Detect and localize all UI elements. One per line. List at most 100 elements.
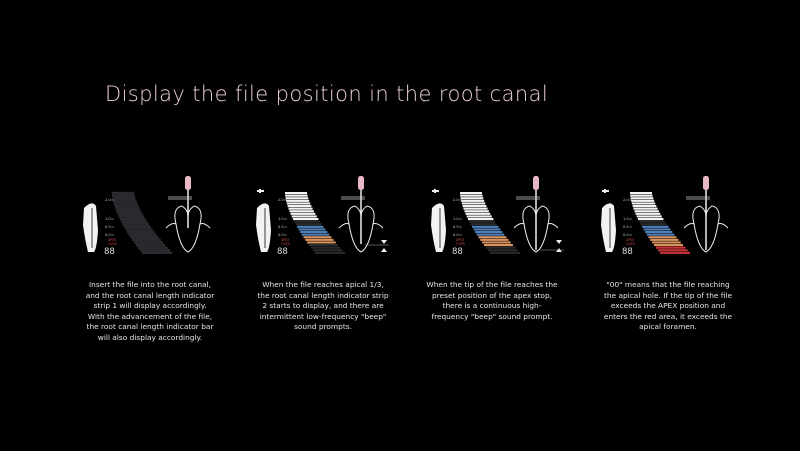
counter-display: 88 bbox=[277, 247, 288, 257]
indicator-bar bbox=[116, 210, 142, 213]
indicator-bar bbox=[118, 215, 144, 218]
caption-line: the root canal length indicator strip bbox=[257, 290, 389, 300]
indicator-bar bbox=[292, 218, 319, 221]
caption-line: the root canal length indicator bar bbox=[86, 322, 214, 332]
indicator-bar bbox=[634, 210, 659, 213]
indicator-bar bbox=[472, 225, 499, 228]
scale-label: 1.0 bbox=[105, 217, 111, 221]
file-handle-icon bbox=[185, 176, 191, 190]
tooth-silhouette-icon bbox=[83, 203, 98, 252]
indicator-bar bbox=[461, 199, 485, 202]
indicator-bar bbox=[128, 233, 157, 236]
caption-line: 2 starts to display, and there are bbox=[262, 301, 384, 311]
indicator-bar bbox=[115, 207, 140, 210]
indicator-bar bbox=[632, 205, 657, 208]
scale-label: 1.0 bbox=[278, 217, 284, 221]
indicator-bar bbox=[289, 210, 314, 213]
indicator-bar bbox=[478, 236, 507, 239]
scale-label: APEX bbox=[626, 238, 635, 242]
scale-label: OVER bbox=[281, 242, 291, 246]
apex-marker-icon bbox=[556, 240, 562, 252]
indicator-bar bbox=[307, 241, 336, 244]
scale-label: APEX bbox=[456, 238, 465, 242]
indicator-bar bbox=[657, 249, 688, 252]
indicator-bar bbox=[291, 215, 317, 218]
indicator-bar bbox=[487, 249, 518, 252]
indicator-bar bbox=[139, 249, 170, 252]
scale-label: 0.0 bbox=[623, 233, 629, 237]
panel-4-caption: "00" means that the file reaching the ap… bbox=[578, 280, 758, 333]
indicator-bar bbox=[290, 212, 316, 215]
indicator-bar bbox=[480, 238, 509, 241]
indicator-bar bbox=[645, 231, 673, 234]
caption-line: apical foramen. bbox=[639, 322, 697, 332]
rubber-stop-icon bbox=[168, 196, 192, 200]
indicator-bar bbox=[285, 192, 307, 195]
indicator-bar bbox=[640, 223, 667, 226]
caption-line: Insert the file into the root canal, bbox=[89, 280, 211, 289]
scale-label: 2.0 bbox=[453, 198, 459, 202]
indicator-bar bbox=[650, 238, 679, 241]
caption-line: strip 1 will display accordingly. bbox=[93, 301, 207, 311]
indicator-bar bbox=[112, 194, 135, 197]
indicator-bar bbox=[113, 202, 138, 205]
caption-line: When the tip of the file reaches the bbox=[426, 280, 558, 289]
scale-label: 1.0 bbox=[623, 217, 629, 221]
indicator-bar bbox=[315, 251, 345, 254]
indicator-bar bbox=[312, 249, 343, 252]
indicator-bar bbox=[476, 233, 505, 236]
indicator-bar bbox=[113, 199, 137, 203]
indicator-bar bbox=[112, 197, 136, 200]
tooth-cross-section-icon bbox=[338, 205, 384, 253]
indicator-bar bbox=[473, 228, 501, 231]
caption-line: and the root canal length indicator bbox=[85, 290, 215, 300]
caption-line: there is a continuous high- bbox=[442, 301, 542, 311]
indicator-bar bbox=[123, 225, 151, 229]
indicator-bar bbox=[305, 238, 334, 241]
indicator-bar bbox=[122, 223, 149, 226]
indicator-bar bbox=[297, 225, 324, 228]
scale-label: 0.0 bbox=[278, 233, 284, 237]
scale-label: 2.0 bbox=[105, 198, 111, 202]
indicator-bar bbox=[467, 218, 494, 221]
indicator-bar bbox=[637, 218, 664, 221]
indicator-bar bbox=[310, 246, 341, 249]
indicator-bar bbox=[308, 244, 338, 247]
indicator-bar bbox=[655, 246, 686, 249]
rubber-stop-icon bbox=[341, 196, 365, 200]
indicator-bar bbox=[485, 246, 516, 249]
panel-3-caption: When the tip of the file reaches the pre… bbox=[402, 280, 582, 322]
scale-label: 0.5 bbox=[623, 225, 629, 229]
indicator-bar bbox=[660, 251, 690, 254]
indicator-bar bbox=[470, 223, 497, 226]
indicator-bar bbox=[119, 217, 146, 221]
file-handle-icon bbox=[358, 176, 364, 190]
indicator-bar bbox=[461, 202, 486, 205]
counter-display: 88 bbox=[104, 247, 115, 257]
caption-line: exceeds the APEX position and bbox=[610, 301, 726, 311]
scale-label: APEX bbox=[108, 238, 117, 242]
indicator-bar bbox=[462, 205, 487, 208]
counter-display: 88 bbox=[452, 247, 463, 257]
indicator-bar bbox=[475, 231, 503, 234]
indicator-bar bbox=[126, 230, 155, 234]
indicator-bar bbox=[111, 191, 135, 195]
scale-label: OVER bbox=[108, 242, 118, 246]
indicator-bar bbox=[298, 228, 326, 231]
scale-label: 1.0 bbox=[453, 217, 459, 221]
indicator-bar bbox=[135, 243, 166, 247]
indicator-bar bbox=[133, 241, 163, 244]
indicator-bar bbox=[639, 220, 666, 223]
rubber-stop-icon bbox=[686, 196, 710, 200]
tooth-silhouette-icon bbox=[431, 203, 446, 252]
caption-line: frequency "beep" sound prompt. bbox=[431, 311, 553, 321]
indicator-bar bbox=[288, 207, 313, 210]
indicator-bar bbox=[464, 210, 489, 213]
